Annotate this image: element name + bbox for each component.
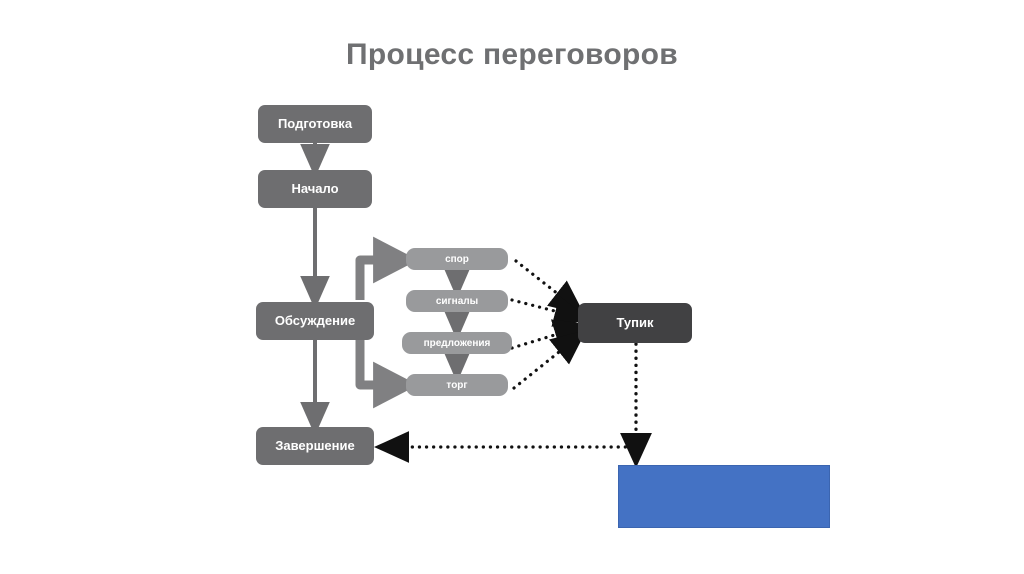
node-preparation[interactable]: Подготовка	[258, 105, 372, 143]
node-discussion[interactable]: Обсуждение	[256, 302, 374, 340]
blue-placeholder-box[interactable]	[618, 465, 830, 528]
connector-discussion-to-dispute	[355, 236, 419, 300]
connector-signals-to-deadlock	[510, 295, 590, 327]
node-bargain[interactable]: торг	[406, 374, 508, 396]
connector-dispute-to-deadlock	[514, 259, 585, 315]
connector-discussion-to-bargain	[355, 337, 419, 409]
node-start[interactable]: Начало	[258, 170, 372, 208]
page-title: Процесс переговоров	[345, 38, 679, 71]
node-completion[interactable]: Завершение	[256, 427, 374, 465]
node-offers[interactable]: предложения	[402, 332, 512, 354]
connector-offers-to-deadlock	[510, 319, 590, 350]
node-dispute[interactable]: спор	[406, 248, 508, 270]
node-signals[interactable]: сигналы	[406, 290, 508, 312]
connector-bargain-to-deadlock	[512, 330, 587, 390]
node-deadlock[interactable]: Тупик	[578, 303, 692, 343]
